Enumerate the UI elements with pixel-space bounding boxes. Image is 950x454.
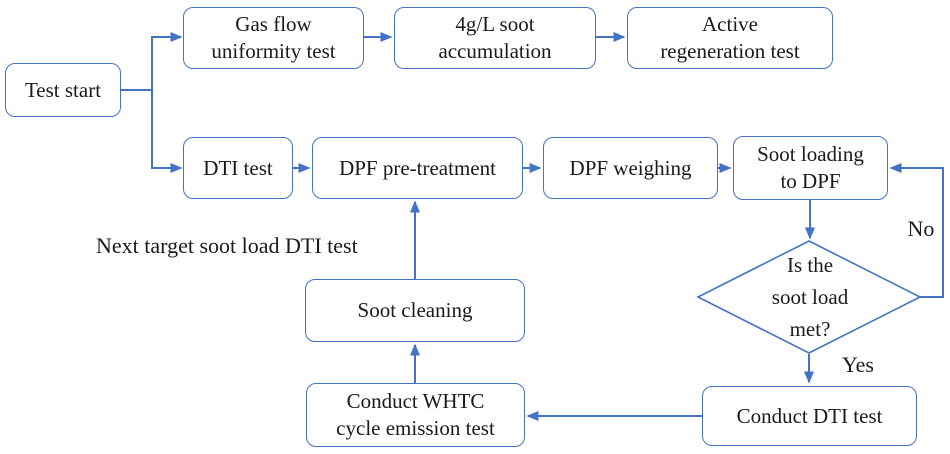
node-gas-flow-uniformity-test: Gas flow uniformity test: [183, 7, 364, 69]
node-soot-accumulation: 4g/L soot accumulation: [394, 7, 596, 69]
node-conduct-dti-test: Conduct DTI test: [702, 386, 917, 446]
node-active-regeneration-test: Active regeneration test: [627, 7, 833, 69]
label-no: No: [907, 216, 935, 241]
node-soot-loading-to-dpf: Soot loading to DPF: [733, 136, 888, 200]
node-dpf-pretreatment: DPF pre-treatment: [312, 137, 523, 199]
node-decision-soot-load-met: Is the soot load met?: [771, 253, 849, 341]
node-soot-cleaning: Soot cleaning: [305, 279, 525, 342]
node-dpf-weighing: DPF weighing: [543, 137, 718, 199]
node-dti-test: DTI test: [183, 137, 293, 199]
label-next-target-soot-load: Next target soot load DTI test: [96, 233, 358, 258]
node-whtc-cycle-emission-test: Conduct WHTC cycle emission test: [306, 383, 525, 447]
decision-diamond-shape: [696, 240, 922, 354]
node-test-start: Test start: [5, 63, 121, 117]
label-yes: Yes: [841, 352, 874, 377]
connector-decision-no-loop-to-sootloading: [889, 163, 944, 298]
